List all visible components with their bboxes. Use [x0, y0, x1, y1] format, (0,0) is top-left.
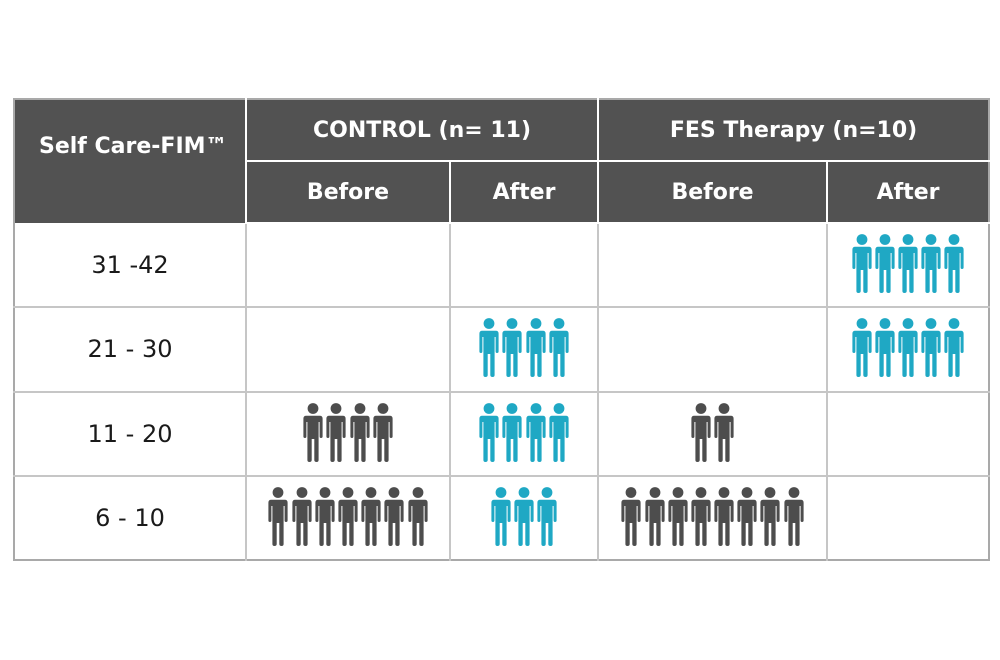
table-row: 31 -42 [14, 223, 990, 309]
pictogram-cell [450, 475, 600, 560]
fim-range-label: 6 - 10 [14, 475, 247, 560]
person-icon [537, 486, 557, 546]
person-group [267, 486, 429, 546]
person-icon [737, 486, 757, 546]
person-group [302, 402, 395, 462]
pictogram-cell [246, 475, 451, 560]
subheader-fes-after: After [827, 161, 990, 224]
person-icon [549, 317, 569, 378]
person-icon [292, 486, 312, 546]
person-icon [944, 317, 964, 378]
fim-range-label: 11 - 20 [14, 391, 247, 477]
person-icon [691, 402, 711, 462]
person-icon [479, 402, 499, 462]
person-icon [691, 486, 711, 546]
person-icon [668, 486, 688, 546]
person-group [489, 486, 559, 546]
person-icon [373, 402, 393, 462]
group-header-control: CONTROL (n= 11) [246, 99, 600, 162]
person-icon [621, 486, 641, 546]
person-group [620, 486, 806, 546]
pictogram-cell [450, 391, 600, 477]
person-icon [525, 317, 546, 378]
person-icon [268, 486, 289, 546]
person-group [689, 402, 735, 462]
pictogram-cell [827, 307, 990, 393]
table-header: Self Care-FIM™ CONTROL (n= 11) FES Thera… [14, 99, 990, 224]
pictogram-cell [827, 223, 990, 309]
person-icon [898, 233, 918, 294]
person-icon [514, 486, 534, 546]
header-row-groups: Self Care-FIM™ CONTROL (n= 11) FES Thera… [14, 99, 990, 223]
person-icon [852, 233, 872, 294]
person-icon [644, 486, 665, 546]
person-group [478, 317, 571, 378]
person-icon [361, 486, 381, 546]
person-icon [407, 486, 428, 546]
pictogram-cell [827, 475, 990, 560]
pictogram-cell [598, 307, 829, 393]
pictogram-cell [598, 475, 829, 560]
pictogram-cell [450, 223, 600, 309]
person-icon [525, 402, 546, 462]
person-icon [760, 486, 781, 546]
header-row-phases: Before After Before After [14, 161, 990, 224]
subheader-control-after: After [450, 161, 600, 224]
person-icon [349, 402, 370, 462]
person-icon [944, 233, 964, 294]
person-icon [898, 317, 918, 378]
person-group [478, 402, 571, 462]
fim-range-label: 31 -42 [14, 223, 247, 309]
person-icon [714, 402, 734, 462]
subheader-fes-before: Before [598, 161, 829, 224]
person-icon [315, 486, 335, 546]
person-icon [852, 317, 872, 378]
pictogram-cell [246, 223, 451, 309]
person-icon [303, 402, 323, 462]
pictogram-cell [598, 391, 829, 477]
person-icon [549, 402, 569, 462]
fim-table: Self Care-FIM™ CONTROL (n= 11) FES Thera… [13, 98, 991, 561]
group-header-fes: FES Therapy (n=10) [598, 99, 990, 162]
person-group [850, 233, 966, 294]
table-row: 11 - 20 [14, 391, 990, 477]
pictogram-cell [246, 391, 451, 477]
person-group [850, 317, 966, 378]
person-icon [491, 486, 511, 546]
pictogram-cell [450, 307, 600, 393]
person-icon [921, 317, 941, 378]
pictogram-cell [598, 223, 829, 309]
table-row: 6 - 10 [14, 475, 990, 560]
person-icon [875, 233, 895, 294]
person-icon [921, 233, 941, 294]
row-label-header: Self Care-FIM™ [14, 99, 247, 223]
person-icon [338, 486, 358, 546]
person-icon [502, 317, 523, 378]
pictogram-cell [827, 391, 990, 477]
person-icon [326, 402, 347, 462]
person-icon [479, 317, 499, 378]
person-icon [714, 486, 734, 546]
fim-range-label: 21 - 30 [14, 307, 247, 393]
subheader-control-before: Before [246, 161, 451, 224]
person-icon [784, 486, 804, 546]
person-icon [384, 486, 404, 546]
person-icon [875, 317, 895, 378]
pictogram-cell [246, 307, 451, 393]
row-label-text: Self Care-FIM™ [39, 134, 228, 159]
table-row: 21 - 30 [14, 307, 990, 393]
person-icon [502, 402, 523, 462]
